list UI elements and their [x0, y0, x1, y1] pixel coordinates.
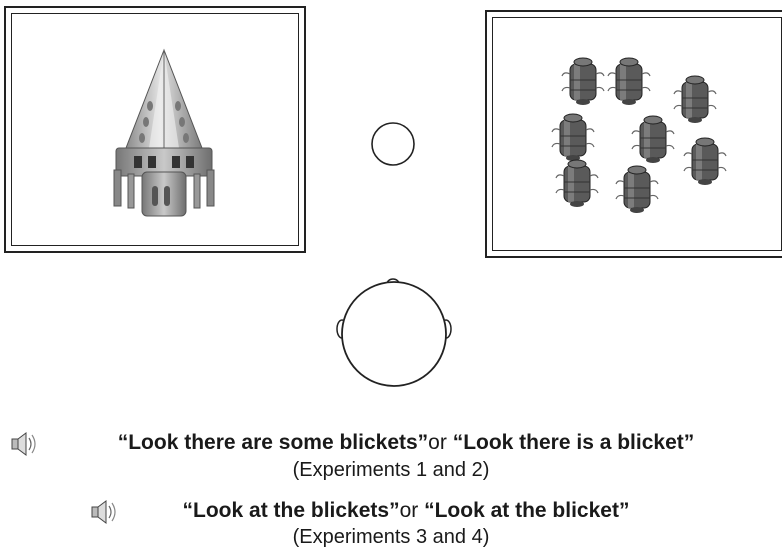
blicket-object	[608, 58, 650, 105]
caption-quote-plural-there: “Look there are some blickets”	[118, 431, 428, 454]
caption-quote-plural-at: “Look at the blickets”	[183, 499, 400, 522]
caption-quote-singular-at: “Look at the blicket”	[424, 499, 629, 522]
child-head-top-view	[334, 270, 454, 390]
caption-connector: or	[428, 431, 453, 454]
caption-line-3: “Look at the blickets”or “Look at the bl…	[30, 498, 782, 524]
blicket-object	[632, 116, 674, 163]
blicket-object	[684, 138, 726, 185]
right-picture-panel	[485, 10, 782, 258]
blicket-object	[556, 160, 598, 207]
center-circle	[368, 120, 418, 170]
multiple-blickets-group	[487, 12, 782, 256]
blicket-object	[674, 76, 716, 123]
caption-connector: or	[400, 499, 425, 522]
blicket-object	[552, 114, 594, 161]
caption-experiments-3-4: (Experiments 3 and 4)	[0, 524, 782, 550]
left-picture-panel	[4, 6, 306, 253]
blicket-object	[562, 58, 604, 105]
single-blicket-object	[104, 48, 224, 218]
caption-line-1: “Look there are some blickets”or “Look t…	[30, 430, 782, 456]
caption-experiments-1-2: (Experiments 1 and 2)	[0, 457, 782, 483]
blicket-object	[616, 166, 658, 213]
caption-quote-singular-there: “Look there is a blicket”	[453, 431, 695, 454]
